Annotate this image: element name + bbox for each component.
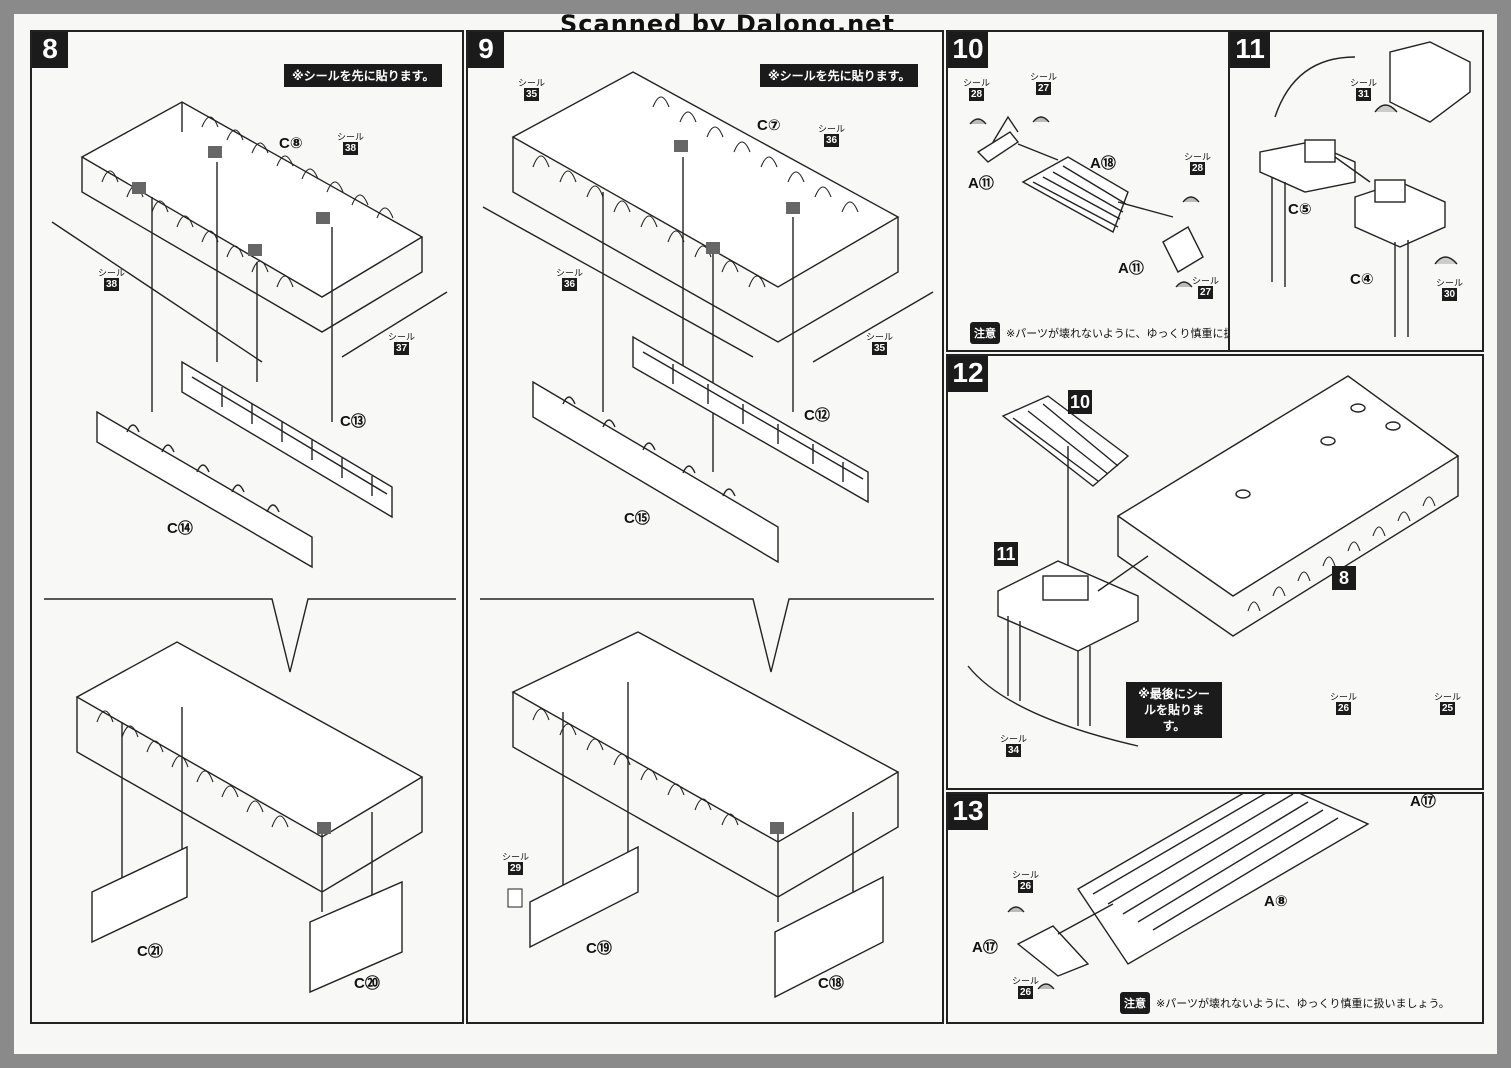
caution-badge: 注意	[970, 322, 1000, 344]
step-9-number: 9	[468, 32, 504, 68]
step-12-sticker-note: ※最後にシールを貼ります。	[1126, 682, 1222, 738]
step-10-part-3: A⑪	[1118, 260, 1144, 277]
step-13-drawing	[1007, 794, 1370, 990]
step-13-part-3: A⑰	[972, 939, 998, 956]
caution-text: ※パーツが壊れないように、ゆっくり慎重に扱いましょう。	[1156, 998, 1450, 1010]
step-9-panel: 9 ※シールを先に貼ります。	[466, 30, 944, 1024]
step-9-part-1: C⑦	[757, 117, 781, 134]
step-11-drawing	[1259, 41, 1471, 337]
step-10-part-2: A⑱	[1090, 155, 1116, 172]
step-12-ref-2: 11	[994, 542, 1018, 566]
step-12-ref-3: 8	[1332, 566, 1356, 590]
step-12-drawing	[967, 375, 1460, 747]
step-13-part-1: A⑰	[1410, 793, 1436, 810]
step-10-caution: 注意 ※パーツが壊れないように、ゆっくり慎重に扱いましょう。	[970, 322, 1300, 344]
step-11-part-2: C④	[1350, 271, 1374, 288]
step-8-part-5: C⑳	[354, 975, 380, 992]
step-8-drawing	[44, 101, 456, 994]
step-11-number: 11	[1230, 32, 1270, 68]
step-11-part-1: C⑤	[1288, 201, 1312, 218]
step-13-part-2: A⑧	[1264, 893, 1288, 910]
step-10-number: 10	[948, 32, 988, 68]
caution-badge: 注意	[1120, 992, 1150, 1014]
step-10-part-1: A⑪	[968, 175, 994, 192]
step-9-part-3: C⑮	[624, 510, 650, 527]
step-12-ref-1: 10	[1068, 390, 1092, 414]
step-10-drawing	[969, 115, 1204, 288]
caution-text: ※パーツが壊れないように、ゆっくり慎重に扱いましょう。	[1006, 328, 1300, 340]
step-9-drawing	[480, 71, 934, 999]
step-12-number: 12	[948, 356, 988, 392]
step-9-part-4: C⑲	[586, 940, 612, 957]
step-13-number: 13	[948, 794, 988, 830]
step-9-part-2: C⑫	[804, 407, 830, 424]
step-8-number: 8	[32, 32, 68, 68]
step-13-caution: 注意 ※パーツが壊れないように、ゆっくり慎重に扱いましょう。	[1120, 992, 1450, 1014]
step-8-panel: 8 ※シールを先に貼ります。	[30, 30, 464, 1024]
step-8-part-3: C⑭	[167, 520, 193, 537]
step-9-part-5: C⑱	[818, 975, 844, 992]
step-8-part-4: C㉑	[137, 943, 163, 960]
step-8-part-1: C⑧	[279, 135, 303, 152]
step-8-note: ※シールを先に貼ります。	[284, 64, 443, 87]
step-9-note: ※シールを先に貼ります。	[760, 64, 919, 87]
step-8-part-2: C⑬	[340, 413, 366, 430]
